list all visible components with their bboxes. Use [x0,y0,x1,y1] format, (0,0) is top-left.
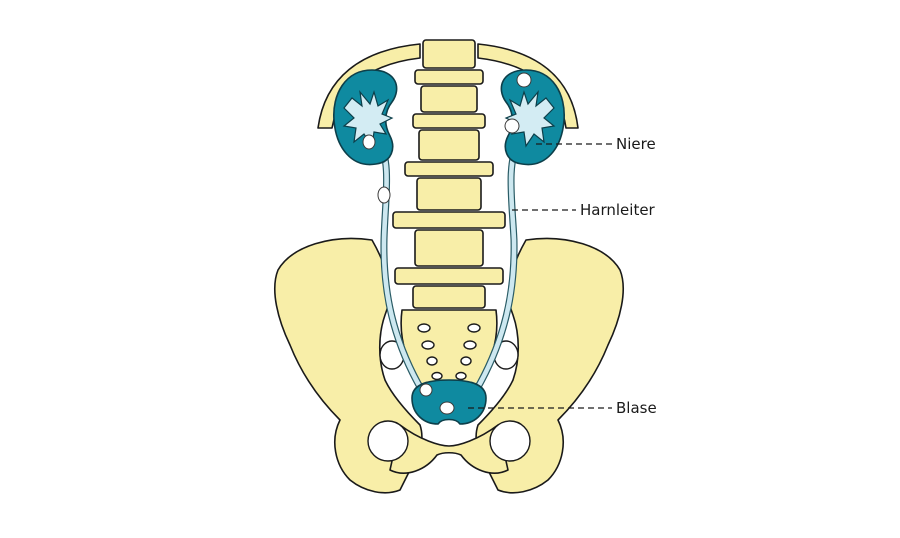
kidney-right [500,69,565,166]
ureter-label: Harnleiter [580,201,656,219]
ureters [374,136,524,398]
kidney-left [333,69,398,166]
stones [362,72,532,415]
obturator-foramen-right [489,420,531,462]
pubic-bone [389,424,509,474]
spine [392,39,506,309]
bladder-label: Blase [616,399,657,417]
obturator-foramen-left [367,420,409,462]
sacral-foramina [417,323,481,381]
kidney-label: Niere [616,135,656,153]
